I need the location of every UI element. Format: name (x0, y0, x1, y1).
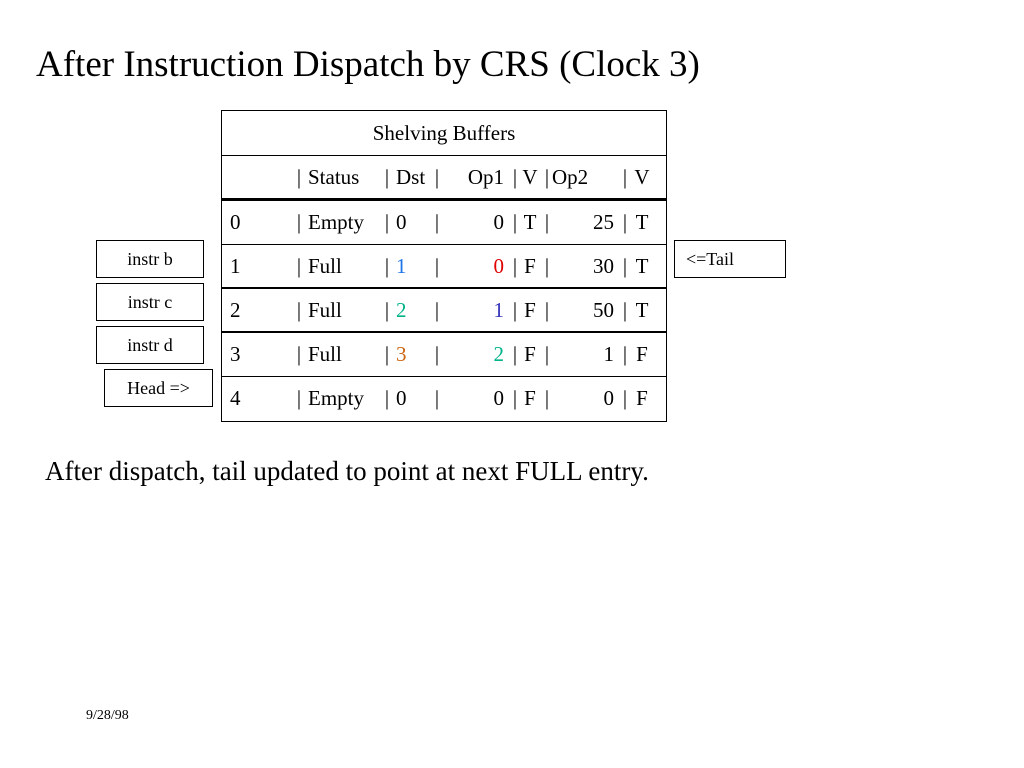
cell-op2: 50 (593, 298, 614, 322)
row-separator-4: | (512, 298, 518, 322)
row-index: 4 (230, 386, 241, 410)
cell-v1: F (524, 342, 536, 366)
cell-dst: 3 (396, 342, 407, 366)
row-separator-3: | (434, 210, 440, 234)
cell-op1: 0 (493, 210, 505, 234)
row-separator-5: | (544, 210, 550, 234)
cell-dst: 2 (396, 298, 407, 322)
date-stamp: 9/28/98 (86, 708, 129, 723)
row-separator-6: | (622, 254, 628, 278)
row-separator-4: | (512, 254, 518, 278)
row-index: 1 (230, 254, 241, 278)
cell-op2: 30 (593, 254, 614, 278)
column-header-v1: V (522, 165, 538, 189)
row-separator-5: | (544, 342, 550, 366)
cell-status: Full (308, 254, 342, 278)
table-caption: Shelving Buffers (222, 111, 666, 156)
row-separator-1: | (296, 298, 302, 322)
cell-v2: F (636, 386, 648, 410)
cell-v1: T (523, 210, 537, 234)
row-separator-6: | (622, 210, 628, 234)
cell-op1: 1 (493, 298, 505, 322)
tail-pointer-box: <=Tail (674, 240, 786, 278)
column-header-op2: Op2 (552, 165, 589, 189)
shelving-buffers-table: Shelving Buffers | Status | Dst | Op1 | … (221, 110, 667, 422)
row-index: 2 (230, 298, 241, 322)
row-separator-5: | (544, 254, 550, 278)
cell-dst: 0 (396, 210, 407, 234)
row-separator-1: | (296, 210, 302, 234)
row-separator-3: | (434, 386, 440, 410)
cell-status: Full (308, 298, 342, 322)
cell-v2: T (635, 298, 649, 322)
head-pointer-box: Head => (104, 369, 213, 407)
column-header-status: Status (308, 165, 360, 189)
cell-v1: F (524, 386, 536, 410)
cell-status: Empty (308, 210, 364, 234)
row-separator-4: | (512, 386, 518, 410)
table-header-row: | Status | Dst | Op1 | V | Op2 | V (222, 156, 666, 201)
cell-op1: 0 (493, 386, 505, 410)
cell-op2: 25 (593, 210, 614, 234)
cell-status: Full (308, 342, 342, 366)
header-separator-6: | (622, 165, 628, 189)
header-separator-4: | (512, 165, 518, 189)
slide-caption: After dispatch, tail updated to point at… (45, 456, 649, 486)
instruction-box-c: instr c (96, 283, 204, 321)
header-separator-2: | (384, 165, 390, 189)
row-separator-6: | (622, 342, 628, 366)
row-separator-4: | (512, 342, 518, 366)
row-index: 0 (230, 210, 241, 234)
instruction-box-b: instr b (96, 240, 204, 278)
header-separator-5: | (544, 165, 550, 189)
cell-v1: F (524, 298, 536, 322)
cell-dst: 1 (396, 254, 407, 278)
table-row: 4 | Empty | 0 | 0 | F | 0 | F (222, 377, 666, 421)
column-header-v2: V (634, 165, 650, 189)
instruction-box-d: instr d (96, 326, 204, 364)
cell-op1: 0 (493, 254, 505, 278)
cell-op2: 1 (603, 342, 615, 366)
cell-dst: 0 (396, 386, 407, 410)
row-separator-5: | (544, 298, 550, 322)
row-separator-1: | (296, 254, 302, 278)
header-separator-1: | (296, 165, 302, 189)
table-row: 1 | Full | 1 | 0 | F | 30 | T (222, 245, 666, 289)
table-row: 3 | Full | 3 | 2 | F | 1 | F (222, 333, 666, 377)
row-index: 3 (230, 342, 241, 366)
row-separator-2: | (384, 254, 390, 278)
table-row: 0 | Empty | 0 | 0 | T | 25 | T (222, 201, 666, 245)
cell-v1: F (524, 254, 536, 278)
header-separator-3: | (434, 165, 440, 189)
cell-status: Empty (308, 386, 364, 410)
row-separator-6: | (622, 386, 628, 410)
cell-op1: 2 (493, 342, 505, 366)
cell-v2: T (635, 210, 649, 234)
row-separator-2: | (384, 386, 390, 410)
row-separator-1: | (296, 386, 302, 410)
row-separator-4: | (512, 210, 518, 234)
table-row: 2 | Full | 2 | 1 | F | 50 | T (222, 289, 666, 333)
cell-v2: F (636, 342, 648, 366)
row-separator-3: | (434, 342, 440, 366)
column-header-op1: Op1 (467, 165, 504, 189)
page-title: After Instruction Dispatch by CRS (Clock… (36, 44, 700, 85)
column-header-dst: Dst (396, 165, 426, 189)
cell-op2: 0 (603, 386, 615, 410)
row-separator-3: | (434, 254, 440, 278)
cell-v2: T (635, 254, 649, 278)
row-separator-3: | (434, 298, 440, 322)
row-separator-2: | (384, 210, 390, 234)
row-separator-5: | (544, 386, 550, 410)
row-separator-2: | (384, 342, 390, 366)
row-separator-6: | (622, 298, 628, 322)
row-separator-1: | (296, 342, 302, 366)
row-separator-2: | (384, 298, 390, 322)
